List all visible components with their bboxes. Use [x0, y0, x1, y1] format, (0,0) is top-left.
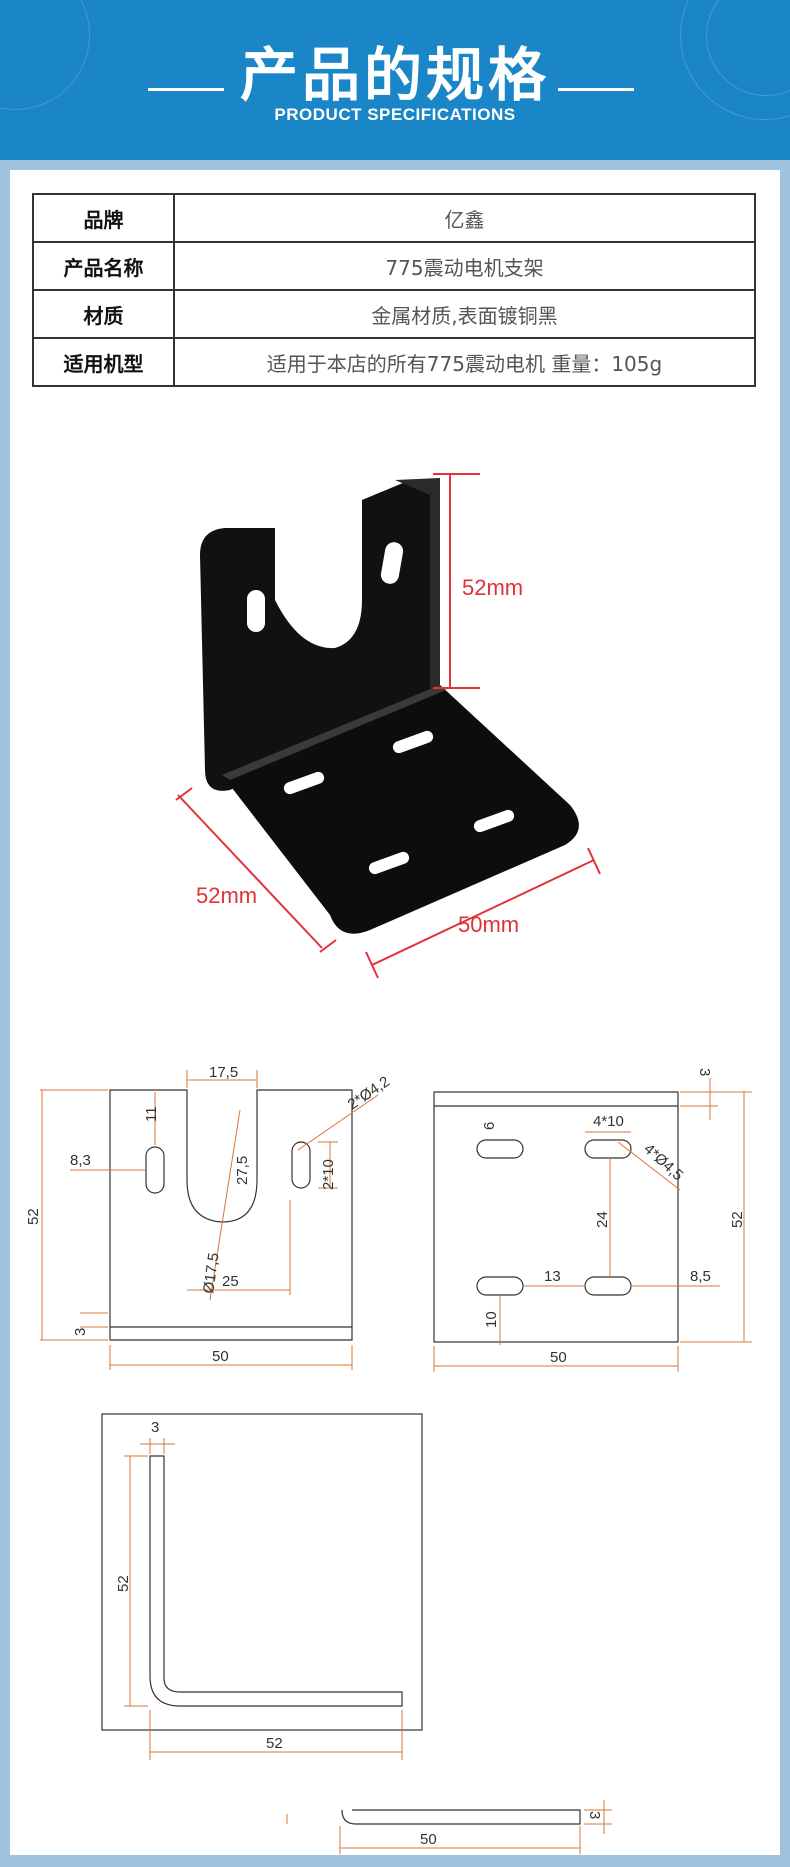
dim-slot-spacing-h: 13	[544, 1268, 561, 1285]
bend-highlight	[222, 685, 446, 780]
dim-thickness: 3	[586, 1811, 603, 1819]
dim-length: 50	[420, 1831, 437, 1848]
dim-length: 52	[266, 1735, 283, 1752]
dim-hole-offset: 8,3	[70, 1152, 91, 1169]
bottom-labels: 3 50	[420, 1811, 603, 1848]
side-view	[101, 1413, 423, 1731]
dim-spacing: 25	[222, 1273, 239, 1290]
spec-value: 775震动电机支架	[173, 241, 756, 291]
title-line-right	[558, 88, 634, 91]
dim-v-offset: 6	[481, 1122, 498, 1130]
dim-slot-gap: 17,5	[209, 1064, 238, 1081]
photo-dimension-lines	[175, 473, 601, 979]
spec-label: 材质	[32, 289, 175, 339]
table-row: 品牌 亿鑫	[32, 193, 756, 243]
photo-dim-height: 52mm	[462, 575, 523, 600]
dim-thickness: 3	[151, 1419, 159, 1436]
base-slot	[283, 771, 325, 795]
dim-width: 50	[212, 1348, 229, 1365]
bottom-view	[341, 1809, 581, 1825]
dim-thickness: 3	[72, 1328, 89, 1336]
dim-slot-size: 4*10	[593, 1113, 624, 1130]
spec-value: 适用于本店的所有775震动电机 重量：105g	[173, 337, 756, 387]
dim-height: 52	[729, 1211, 746, 1228]
header-banner: 产品的规格 PRODUCT SPECIFICATIONS	[0, 0, 790, 160]
side-labels: 3 52 52	[115, 1419, 283, 1752]
table-row: 材质 金属材质,表面镀铜黑	[32, 289, 756, 339]
dim-slot-len: 10	[483, 1311, 500, 1328]
page-title: 产品的规格	[239, 41, 550, 109]
spec-value: 金属材质,表面镀铜黑	[173, 289, 756, 339]
dim-width: 50	[550, 1349, 567, 1366]
base-slot	[368, 851, 410, 875]
bracket-photo	[200, 478, 579, 934]
vertical-slot-left	[247, 590, 265, 632]
table-row: 适用机型 适用于本店的所有775震动电机 重量：105g	[32, 337, 756, 387]
dim-height: 52	[25, 1208, 42, 1225]
bottom-dimensions	[286, 1800, 612, 1854]
dim-holes: 2*Ø4,2	[345, 1073, 393, 1113]
base-plate	[222, 685, 579, 934]
plate-edge	[395, 478, 440, 695]
table-row: 产品名称 775震动电机支架	[32, 241, 756, 291]
dim-height: 52	[115, 1575, 132, 1592]
front-labels: 17,5 2*Ø4,2 11 27,5 8,3 2*10 52 Ø17,5 25…	[25, 1064, 393, 1365]
dim-edge: 8,5	[690, 1268, 711, 1285]
spec-table: 品牌 亿鑫 产品名称 775震动电机支架 材质 金属材质,表面镀铜黑 适用机型 …	[32, 193, 756, 387]
photo-dim-width: 50mm	[458, 912, 519, 937]
front-view	[109, 1089, 353, 1341]
base-slot	[392, 730, 434, 754]
dim-radius: Ø17,5	[200, 1252, 223, 1295]
spec-label: 产品名称	[32, 241, 175, 291]
side-dimensions	[124, 1438, 403, 1760]
dim-slot-depth: 27,5	[234, 1156, 251, 1185]
base-dimensions	[433, 1078, 752, 1372]
front-dimensions	[40, 1070, 379, 1370]
photo-dim-depth: 52mm	[196, 883, 257, 908]
title-line-left	[148, 88, 224, 91]
base-view	[433, 1091, 679, 1343]
page-subtitle: PRODUCT SPECIFICATIONS	[274, 105, 516, 124]
base-slot	[473, 809, 515, 833]
spec-label: 适用机型	[32, 337, 175, 387]
dim-hole-len: 2*10	[320, 1159, 337, 1190]
base-labels: 3 6 4*10 4*Ø4,5 24 52 13 8,5 10 50	[481, 1068, 746, 1366]
dim-hole-height: 11	[143, 1106, 160, 1122]
vertical-slot-right	[380, 542, 404, 584]
dim-thickness: 3	[696, 1068, 713, 1076]
content-panel	[10, 170, 780, 1855]
spec-value: 亿鑫	[173, 193, 756, 243]
dim-slot-spacing-v: 24	[594, 1211, 611, 1228]
spec-label: 品牌	[32, 193, 175, 243]
